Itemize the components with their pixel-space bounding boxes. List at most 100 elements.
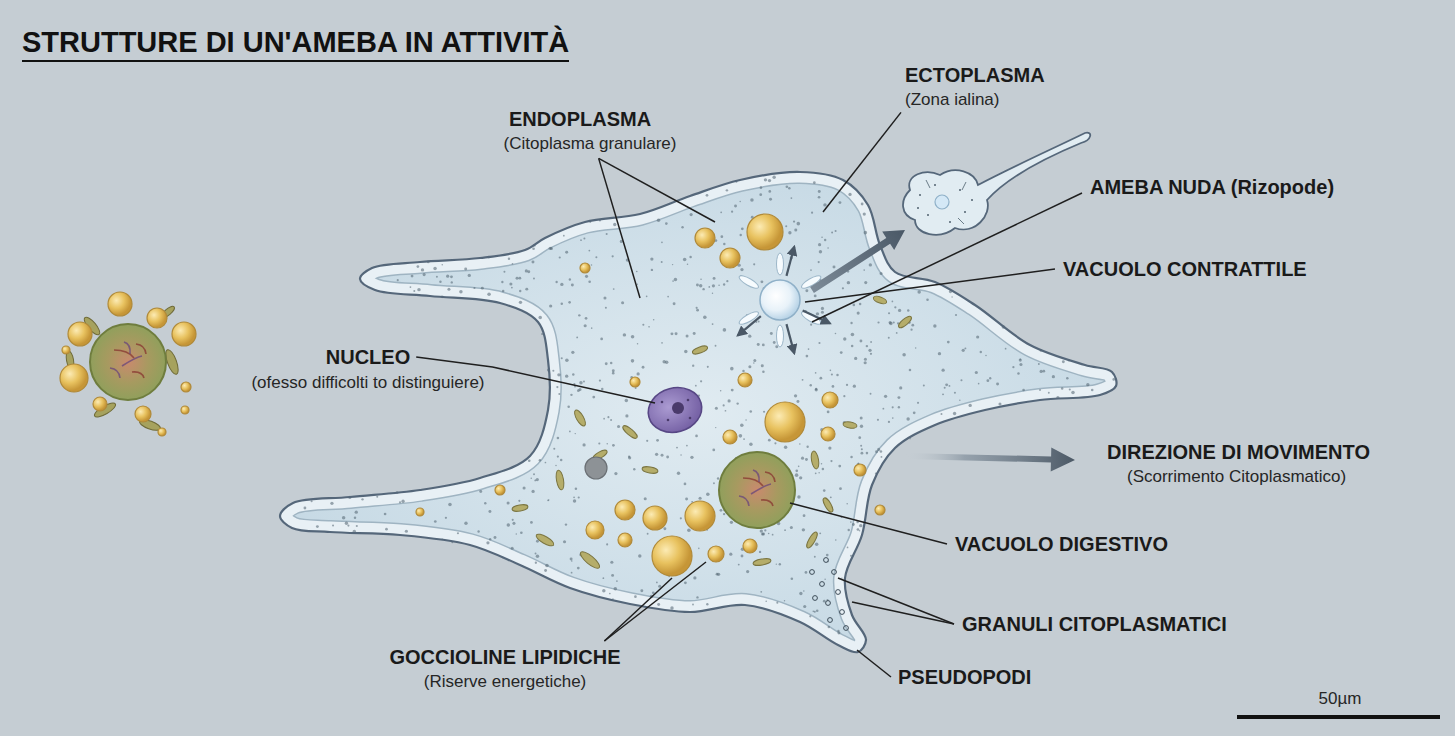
cytoplasm-granule [773,341,776,344]
cytoplasm-granule [897,396,900,399]
cytoplasm-granule [917,290,920,293]
cytoplasm-granule [824,558,829,563]
cytoplasm-granule [571,351,574,354]
cytoplasm-granule [779,563,781,565]
cytoplasm-granule [866,452,869,455]
cytoplasm-granule [729,553,732,556]
cytoplasm-granule [758,321,760,323]
cytoplasm-granule [706,603,708,605]
cytoplasm-granule [768,439,771,442]
cytoplasm-granule [776,602,778,604]
cytoplasm-granule [464,522,467,525]
small-granule [949,221,951,223]
cytoplasm-granule [980,351,982,353]
cytoplasm-granule [818,243,821,246]
cytoplasm-granule [1038,363,1040,365]
cytoplasm-granule [638,554,641,557]
small-filament [926,180,930,188]
cytoplasm-granule [723,283,725,285]
cytoplasm-granule [1005,348,1007,350]
cytoplasm-granule [836,374,838,376]
cytoplasm-granule [909,369,912,372]
cytoplasm-granule [582,443,585,446]
cytoplasm-granule [888,337,890,339]
food-droplet [108,292,132,316]
cytoplasm-granule [698,548,700,550]
cytoplasm-granule [1012,366,1014,368]
cytoplasm-granule [610,561,613,564]
cytoplasm-granule [683,258,687,262]
cytoplasm-granule [569,431,571,433]
cytoplasm-granule [544,569,547,572]
cytoplasm-granule [821,311,824,314]
cytoplasm-granule [748,365,751,368]
lipid-droplet [822,392,838,408]
cytoplasm-granule [947,341,950,344]
cytoplasm-granule [588,250,590,252]
food-particle [751,484,771,494]
lipid-droplet [643,506,667,530]
cytoplasm-granule [816,312,819,315]
lipid-droplet [586,521,604,539]
cytoplasm-granule [809,615,811,617]
food-particle [761,500,773,506]
cytoplasm-granule [598,442,600,444]
cytoplasm-granule [481,287,484,290]
cytoplasm-granule [802,379,804,381]
food-vacuole [719,452,795,528]
cytoplasm-granule [882,408,884,410]
cytoplasm-granule [851,345,854,348]
cytoplasm-granule [945,383,948,386]
cytoplasm-granule [857,312,860,315]
cytoplasm-granule [304,507,307,510]
cytoplasm-granule [489,538,491,540]
cytoplasm-granule [560,459,563,462]
cytoplasm-granule [899,386,902,389]
cytoplasm-granule [565,375,568,378]
cytoplasm-granule [693,332,696,335]
cytoplasm-granule [860,340,863,343]
cytoplasm-granule [907,309,909,311]
cytoplasm-granule [606,233,608,235]
cytoplasm-granule [888,312,890,314]
cytoplasm-granule [765,600,767,602]
cytoplasm-granule [621,301,624,304]
food-particle [743,478,763,486]
cytoplasm-granule [730,521,733,524]
cytoplasm-granule [838,201,841,204]
cytoplasm-granule [545,564,549,568]
food-particle [753,470,759,482]
cytoplasm-granule [575,433,576,434]
cytoplasm-granule [795,473,799,477]
feeder-canal [738,273,761,290]
cytoplasm-granule [696,309,699,312]
cytoplasm-granule [814,295,817,298]
cytoplasm-granule [447,288,450,291]
cytoplasm-granule [727,399,730,402]
cytoplasm-granule [760,280,763,283]
cytoplasm-granule [614,472,617,475]
small-amoeba-body [903,133,1090,235]
cytoplasm-granule [602,589,605,592]
cytoplasm-granule [611,574,614,577]
cytoplasm-granule [700,380,702,382]
cytoplasm-granule [749,410,752,413]
cytoplasm-granule [662,360,665,363]
cytoplasm-granule [715,345,717,347]
cytoplasm-granule [847,547,849,549]
cytoplasm-granule [951,296,952,297]
cytoplasm-granule [802,528,805,531]
cytoplasm-granule [753,362,755,364]
cytoplasm-granule [739,201,740,202]
cytoplasm-granule [880,450,883,453]
cytoplasm-granule [860,416,863,419]
cytoplasm-granule [715,427,716,428]
cytoplasm-granule [642,366,645,369]
cytoplasm-granule [512,263,514,265]
expulsion-arrow [738,316,761,335]
cytoplasm-granule [690,213,693,216]
cytoplasm-granule [821,307,824,310]
cytoplasm-granule [763,411,765,413]
cytoplasm-granule [815,372,817,374]
cytoplasm-granule [1062,360,1065,363]
